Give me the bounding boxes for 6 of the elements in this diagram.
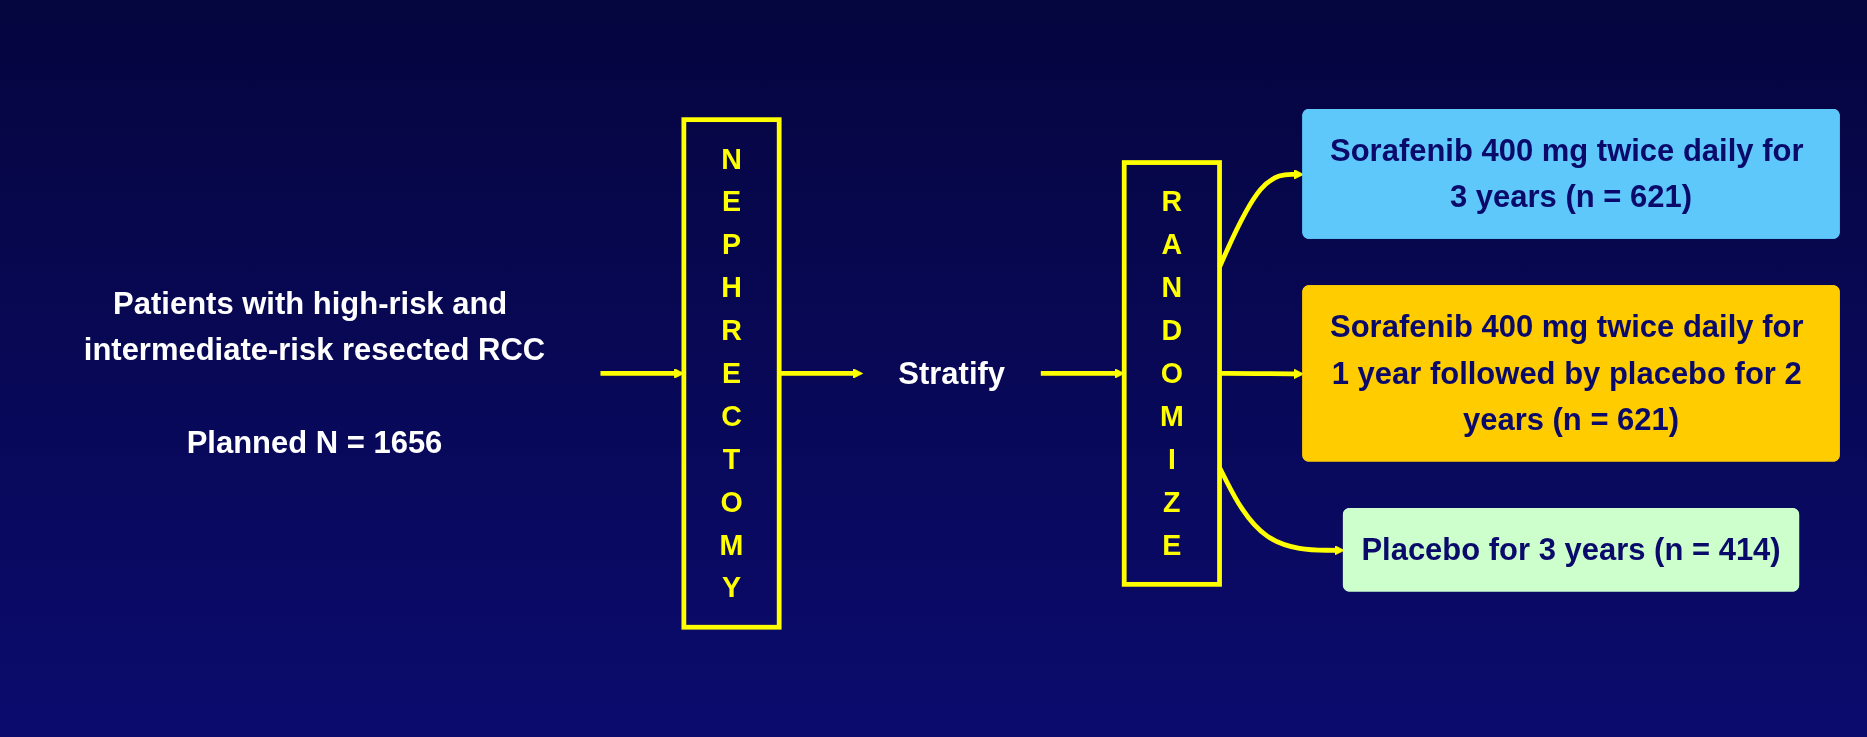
node-text: Patients with high-risk and intermediate-risk resected RCC Planned N = 1656 [83,285,545,461]
arrow [600,368,684,379]
arrow [1040,368,1125,379]
node-text: Stratify [898,355,1005,391]
node-box: NEPHRECTOMY [681,117,782,630]
node-box: RANDOMIZE [1121,160,1222,587]
